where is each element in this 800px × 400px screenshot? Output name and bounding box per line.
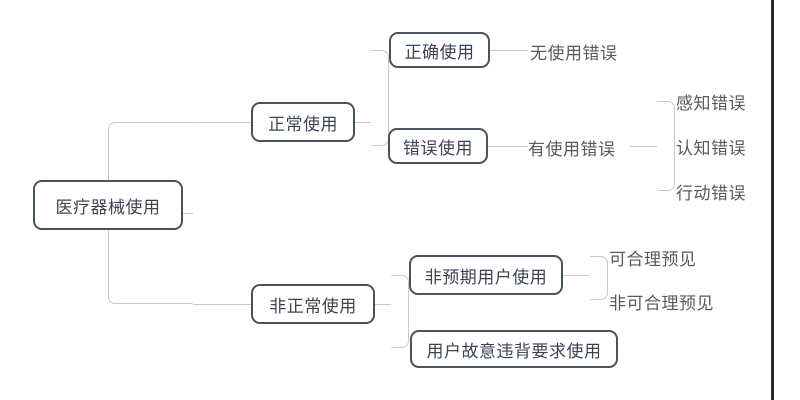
leaf-no-use-error: 无使用错误 — [530, 44, 618, 64]
node-intentional-violation-use-label: 用户故意违背要求使用 — [426, 341, 602, 362]
leaf-not-reasonably-foreseeable: 非可合理预见 — [609, 294, 714, 314]
connector-foreseeability-split — [590, 256, 608, 300]
node-normal-use-label: 正常使用 — [268, 114, 338, 135]
connector-abnormal-use-stub — [375, 304, 391, 305]
frame-right-border — [771, 0, 774, 400]
node-unintended-user-use-label: 非预期用户使用 — [424, 267, 548, 288]
node-intentional-violation-use[interactable]: 用户故意违背要求使用 — [410, 330, 618, 368]
connector-root-stub — [183, 213, 193, 214]
connector-unintended-user-stub — [563, 275, 590, 276]
node-unintended-user-use[interactable]: 非预期用户使用 — [409, 255, 563, 295]
connector-has-error-stub — [630, 146, 657, 147]
connector-to-abnormal-use — [193, 304, 251, 305]
leaf-action-error: 行动错误 — [676, 184, 746, 204]
connector-to-normal-use — [193, 122, 251, 123]
node-wrong-use[interactable]: 错误使用 — [388, 128, 488, 164]
connector-error-types-split — [657, 101, 675, 191]
leaf-has-use-error: 有使用错误 — [528, 140, 616, 160]
connector-normal-use-split — [371, 50, 389, 146]
node-abnormal-use[interactable]: 非正常使用 — [251, 284, 375, 324]
leaf-cognition-error: 认知错误 — [676, 139, 746, 159]
node-root-medical-device-use[interactable]: 医疗器械使用 — [33, 180, 183, 230]
connector-abnormal-use-split — [391, 275, 409, 348]
node-correct-use[interactable]: 正确使用 — [389, 32, 490, 68]
leaf-perception-error: 感知错误 — [676, 94, 746, 114]
frame-right-margin — [774, 0, 800, 400]
connector-wrong-use-to-has-error — [488, 146, 528, 147]
node-correct-use-label: 正确使用 — [404, 42, 475, 63]
leaf-reasonably-foreseeable: 可合理预见 — [609, 250, 697, 270]
node-abnormal-use-label: 非正常使用 — [269, 296, 357, 317]
node-wrong-use-label: 错误使用 — [403, 138, 473, 159]
node-root-label: 医疗器械使用 — [55, 197, 161, 218]
node-normal-use[interactable]: 正常使用 — [251, 102, 355, 142]
connector-normal-use-stub — [355, 122, 371, 123]
connector-correct-use-to-no-error — [490, 50, 528, 51]
